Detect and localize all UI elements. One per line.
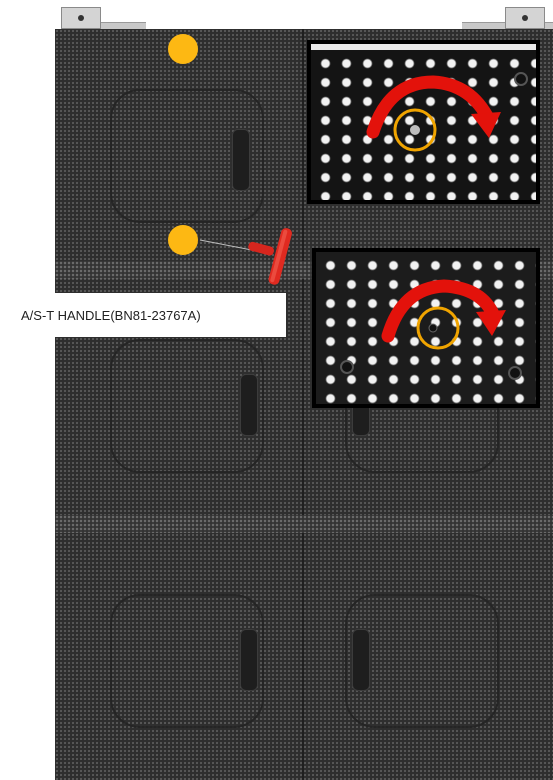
position-dot-icon: [168, 225, 198, 255]
clockwise-arrow-icon: [311, 44, 540, 204]
bracket-hole-icon: [78, 15, 84, 21]
mounting-bracket-left: [61, 7, 101, 29]
photo-inset-upper: [307, 40, 540, 204]
mounting-bracket-right: [505, 7, 545, 29]
module-handle-slot: [352, 629, 370, 691]
tool-part-label: A/S-T HANDLE(BN81-23767A): [21, 308, 201, 323]
bracket-hole-icon: [522, 15, 528, 21]
module-handle-slot: [240, 374, 258, 436]
position-dot-icon: [168, 34, 198, 64]
photo-inset-lower: [312, 248, 540, 408]
callout-label-box: A/S-T HANDLE(BN81-23767A): [0, 293, 286, 337]
module-handle-slot: [232, 129, 250, 191]
module-handle-slot: [240, 629, 258, 691]
module-divider: [302, 29, 304, 780]
module-seam-band: [55, 515, 553, 533]
clockwise-arrow-icon: [316, 252, 540, 408]
